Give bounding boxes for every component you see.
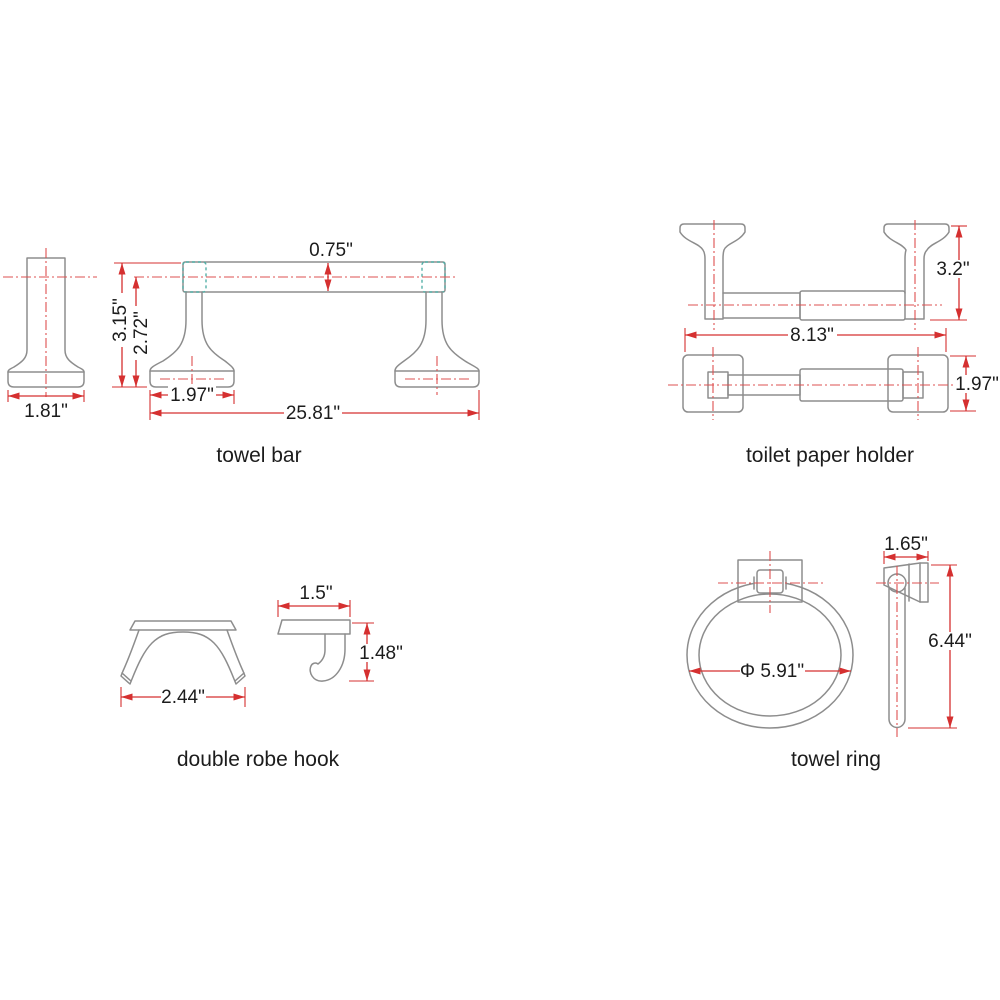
robe-hook-side-view	[277, 619, 351, 682]
post-depth-value: 1.81"	[24, 401, 68, 422]
double-robe-hook-caption: double robe hook	[177, 748, 340, 771]
towel-bar-side-view	[3, 248, 97, 397]
post-profile-outline	[7, 257, 85, 373]
towel-ring-diagram: Φ 5.91" 1.65" 6.44" towel ring	[686, 534, 973, 771]
ring-height-value: 6.44"	[928, 631, 972, 652]
left-post-outline	[149, 291, 235, 372]
bar-diameter-value: 0.75"	[309, 240, 353, 261]
center-height-value: 2.72"	[131, 311, 152, 355]
bar-end-hidden-edge-right	[421, 261, 446, 293]
towel-bar-diagram: 0.75" 3.15" 2.72" 1.81" 1.97"	[3, 240, 480, 467]
towel-ring-caption: towel ring	[791, 748, 881, 771]
left-mount-outline	[679, 223, 746, 320]
toilet-paper-holder-diagram: 3.2" 8.13" 1.97" toilet paper holder	[668, 220, 1000, 467]
hook-width-value: 2.44"	[161, 687, 205, 708]
double-robe-hook-diagram: 2.44" 1.5" 1.48" double robe hook	[120, 583, 404, 771]
left-post-base	[149, 370, 235, 388]
hook-depth-value: 1.5"	[299, 583, 332, 604]
toilet-paper-holder-caption: toilet paper holder	[746, 444, 914, 467]
hook-legs-outline	[120, 629, 246, 685]
bar-end-hidden-edge-left	[182, 261, 207, 293]
robe-hook-front-view	[120, 620, 246, 685]
tp-holder-top-view	[668, 347, 958, 420]
tp-holder-side-view	[679, 220, 950, 330]
towel-bar-front-view	[134, 261, 480, 395]
base-width-value: 1.97"	[170, 385, 214, 406]
towel-ring-dimensions: Φ 5.91" 1.65" 6.44"	[689, 534, 973, 729]
overall-width-value: 8.13"	[790, 325, 834, 346]
overall-height-value: 3.15"	[110, 298, 131, 342]
mount-cone-profile	[883, 562, 921, 603]
tp-holder-dimensions: 3.2" 8.13" 1.97"	[684, 225, 1000, 412]
towel-ring-front-view	[686, 550, 854, 729]
hook-curl-outline	[309, 633, 346, 682]
post-base-plate	[7, 371, 85, 388]
ring-edge-on	[888, 587, 906, 729]
hook-height-value: 1.48"	[359, 643, 403, 664]
foot-tip-caps	[121, 672, 245, 682]
mount-depth-value: 1.65"	[884, 534, 928, 555]
robe-hook-dimensions: 2.44" 1.5" 1.48"	[120, 583, 404, 708]
towel-bar-dimensions: 0.75" 3.15" 2.72" 1.81" 1.97"	[7, 240, 480, 424]
overall-length-value: 25.81"	[286, 403, 340, 424]
towel-bar-caption: towel bar	[216, 444, 301, 467]
right-post-outline	[394, 291, 480, 372]
ring-diameter-value: Φ 5.91"	[740, 661, 804, 682]
plate-height-value: 1.97"	[955, 374, 999, 395]
right-post-base	[394, 370, 480, 388]
ring-outer-edge	[686, 581, 854, 729]
right-mount-outline	[883, 223, 950, 320]
height-value: 3.2"	[936, 259, 969, 280]
hook-top-plate-side	[277, 619, 351, 635]
hook-top-plate-front	[129, 620, 237, 631]
towel-ring-side-view	[876, 562, 939, 737]
